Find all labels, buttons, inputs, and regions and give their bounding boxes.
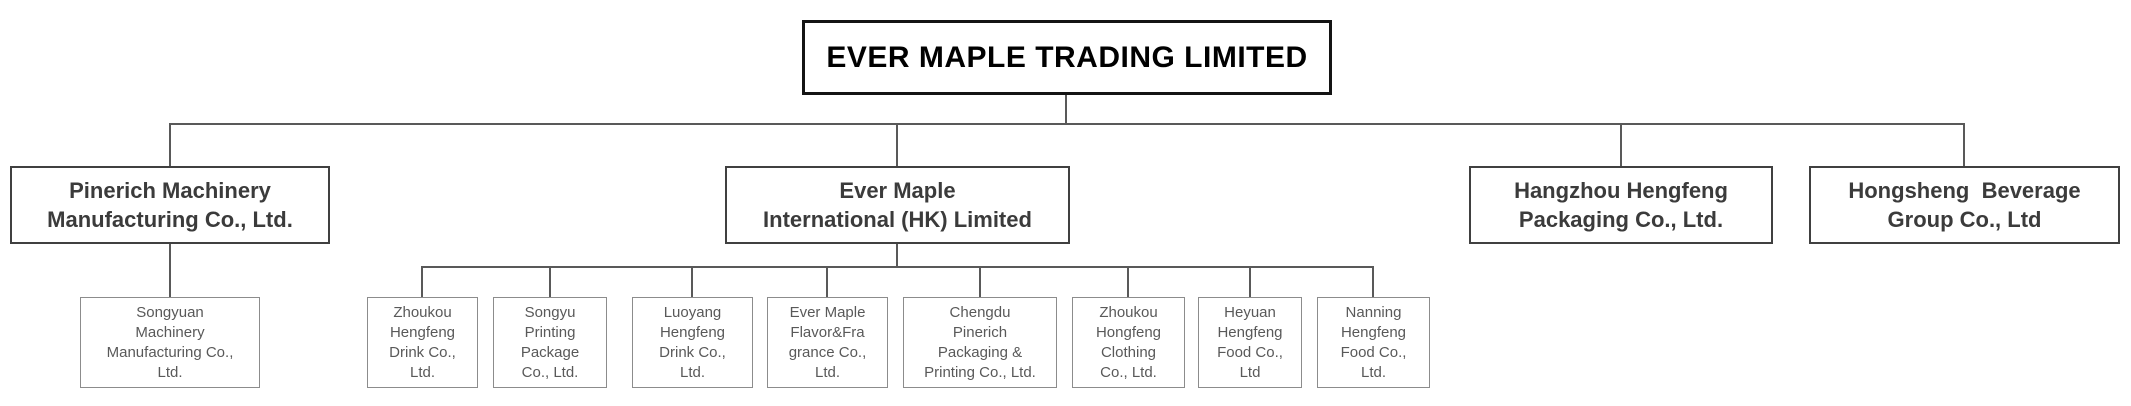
connector-drop-hangzhou — [1620, 123, 1622, 167]
org-node-root: EVER MAPLE TRADING LIMITED — [802, 20, 1332, 95]
org-node-label: Songyuan Machinery Manufacturing Co., Lt… — [106, 303, 234, 381]
connector-drop-child-8 — [1372, 266, 1374, 297]
org-node-label: Hangzhou Hengfeng Packaging Co., Ltd. — [1514, 178, 1728, 232]
org-node-pinerich-machinery: Pinerich Machinery Manufacturing Co., Lt… — [10, 166, 330, 244]
connector-drop-child-3 — [691, 266, 693, 297]
connector-drop-child-4 — [826, 266, 828, 297]
org-node-label: Nanning Hengfeng Food Co., Ltd. — [1340, 303, 1407, 381]
connector-drop-pinerich — [169, 123, 171, 167]
org-node-zhoukou-hongfeng-clothing: Zhoukou Hongfeng Clothing Co., Ltd. — [1072, 297, 1185, 388]
org-node-label: Ever Maple Flavor&Fra grance Co., Ltd. — [788, 303, 867, 381]
connector-pinerich-child-drop — [169, 244, 171, 297]
org-node-label: Pinerich Machinery Manufacturing Co., Lt… — [47, 178, 293, 232]
org-node-songyuan-machinery: Songyuan Machinery Manufacturing Co., Lt… — [80, 297, 260, 388]
connector-level2-rail — [169, 123, 1965, 125]
connector-drop-child-7 — [1249, 266, 1251, 297]
org-node-songyu-printing-package: Songyu Printing Package Co., Ltd. — [493, 297, 607, 388]
connector-drop-child-6 — [1127, 266, 1129, 297]
org-node-evermaple-flavor-fragrance: Ever Maple Flavor&Fra grance Co., Ltd. — [767, 297, 888, 388]
org-node-root-label: EVER MAPLE TRADING LIMITED — [826, 40, 1308, 74]
org-node-hongsheng-beverage: Hongsheng Beverage Group Co., Ltd — [1809, 166, 2120, 244]
org-node-label: Luoyang Hengfeng Drink Co., Ltd. — [659, 303, 726, 381]
org-node-label: Zhoukou Hongfeng Clothing Co., Ltd. — [1095, 303, 1162, 381]
org-node-label: Heyuan Hengfeng Food Co., Ltd — [1217, 303, 1283, 381]
org-node-zhoukou-hengfeng-drink: Zhoukou Hengfeng Drink Co., Ltd. — [367, 297, 478, 388]
org-node-nanning-hengfeng-food: Nanning Hengfeng Food Co., Ltd. — [1317, 297, 1430, 388]
org-node-heyuan-hengfeng-food: Heyuan Hengfeng Food Co., Ltd — [1198, 297, 1302, 388]
connector-hk-drop — [896, 244, 898, 268]
org-node-chengdu-pinerich-packaging: Chengdu Pinerich Packaging & Printing Co… — [903, 297, 1057, 388]
connector-hk-rail — [421, 266, 1374, 268]
org-node-label: Zhoukou Hengfeng Drink Co., Ltd. — [389, 303, 456, 381]
org-node-evermaple-hk: Ever Maple International (HK) Limited — [725, 166, 1070, 244]
org-node-label: Hongsheng Beverage Group Co., Ltd — [1848, 178, 2081, 232]
connector-drop-child-5 — [979, 266, 981, 297]
connector-drop-child-2 — [549, 266, 551, 297]
connector-root-drop — [1065, 93, 1067, 125]
org-node-label: Chengdu Pinerich Packaging & Printing Co… — [924, 303, 1036, 381]
org-node-label: Ever Maple International (HK) Limited — [763, 178, 1032, 232]
connector-drop-evermaple-hk — [896, 123, 898, 167]
org-node-hangzhou-hengfeng: Hangzhou Hengfeng Packaging Co., Ltd. — [1469, 166, 1773, 244]
org-node-label: Songyu Printing Package Co., Ltd. — [520, 303, 580, 381]
connector-drop-child-1 — [421, 266, 423, 297]
org-node-luoyang-hengfeng-drink: Luoyang Hengfeng Drink Co., Ltd. — [632, 297, 753, 388]
connector-drop-hongsheng — [1963, 123, 1965, 167]
